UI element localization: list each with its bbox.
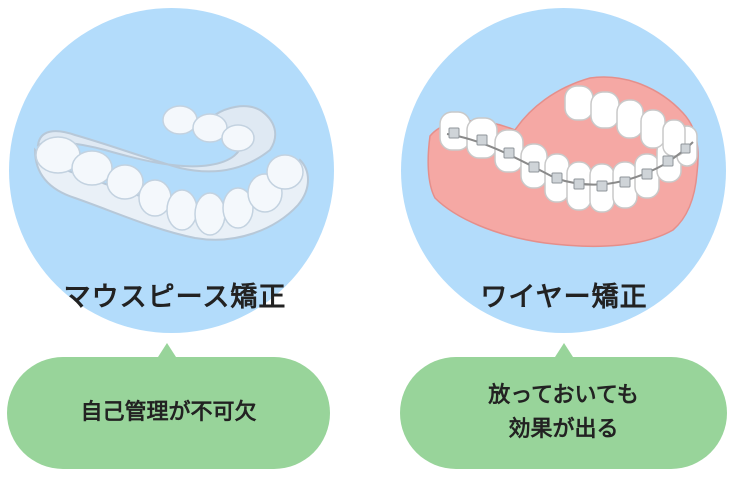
- wire-bubble-line2: 効果が出る: [508, 417, 619, 442]
- bubble-tail: [555, 343, 573, 357]
- wire-bubble: 放っておいても 効果が出る: [400, 357, 727, 469]
- bubble-tail: [158, 343, 176, 357]
- mouthpiece-bubble-text: 自己管理が不可欠: [80, 400, 257, 425]
- mouthpiece-title: マウスピース矯正: [63, 282, 287, 313]
- wire-panel: ワイヤー矯正 放っておいても 効果が出る: [367, 0, 735, 479]
- mouthpiece-panel: マウスピース矯正 自己管理が不可欠: [7, 8, 334, 469]
- wire-braces-icon: [427, 76, 699, 248]
- mouthpiece-bubble: 自己管理が不可欠: [7, 357, 330, 469]
- clear-aligner-icon: [33, 105, 309, 241]
- wire-title: ワイヤー矯正: [480, 282, 648, 313]
- wire-bubble-line1: 放っておいても: [488, 383, 639, 408]
